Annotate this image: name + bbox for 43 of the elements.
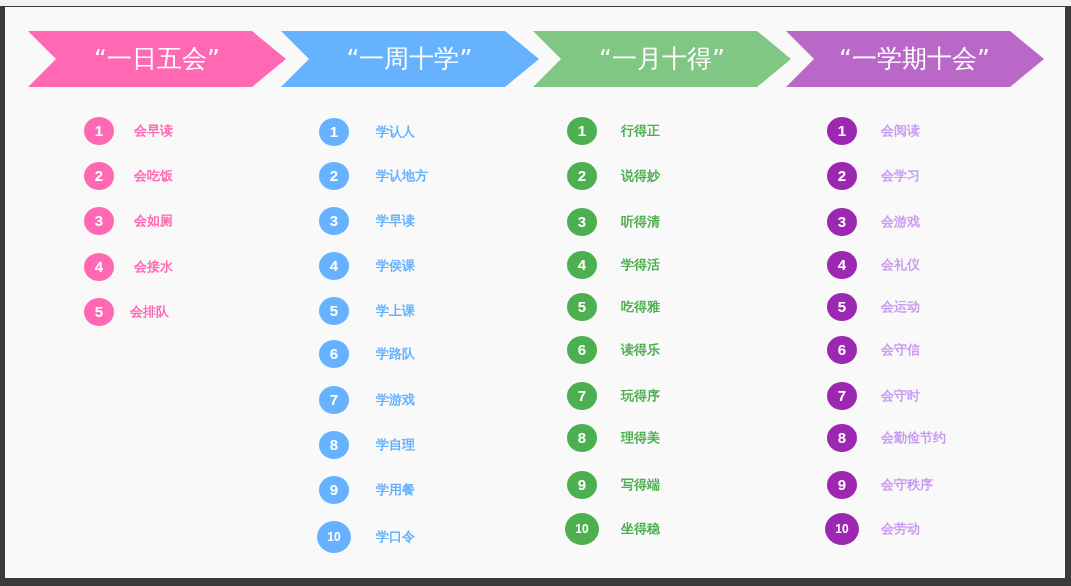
chevron-banner <box>533 31 791 87</box>
item-label: 会守秩序 <box>881 476 933 494</box>
item-label: 玩得序 <box>621 387 660 405</box>
item-label: 理得美 <box>621 429 660 447</box>
chevron-banner <box>785 31 1044 87</box>
item-label: 学侯课 <box>376 257 415 275</box>
item-label: 学早读 <box>376 212 415 230</box>
item-label: 会学习 <box>881 167 920 185</box>
item-label: 学得活 <box>621 256 660 274</box>
item-label: 坐得稳 <box>621 520 660 538</box>
item-label: 会运动 <box>881 298 920 316</box>
banner-title: “一日五会” <box>93 44 221 74</box>
item-label: 学上课 <box>376 302 415 320</box>
banner-title: “一月十得” <box>598 44 726 74</box>
item-label: 会排队 <box>130 303 169 321</box>
item-label: 学路队 <box>376 345 415 363</box>
item-label: 会如厕 <box>134 212 173 230</box>
chevron-banner <box>280 31 539 87</box>
item-label: 行得正 <box>621 122 660 140</box>
item-label: 学自理 <box>376 436 415 454</box>
item-label: 会阅读 <box>881 122 920 140</box>
item-label: 会早读 <box>134 122 173 140</box>
banner-title: “一周十学” <box>345 44 474 74</box>
item-label: 会守信 <box>881 341 920 359</box>
item-label: 会勤俭节约 <box>881 429 946 447</box>
item-label: 学认人 <box>376 123 415 141</box>
item-label: 学游戏 <box>376 391 415 409</box>
item-label: 会吃饭 <box>134 167 173 185</box>
item-label: 学认地方 <box>376 167 428 185</box>
item-label: 写得端 <box>621 476 660 494</box>
item-label: 会礼仪 <box>881 256 920 274</box>
item-label: 会守时 <box>881 387 920 405</box>
item-label: 吃得雅 <box>621 298 660 316</box>
item-label: 说得妙 <box>621 167 660 185</box>
item-label: 学口令 <box>376 528 415 546</box>
chevron-banner <box>28 31 286 87</box>
item-label: 会劳动 <box>881 520 920 538</box>
item-label: 会游戏 <box>881 213 920 231</box>
item-label: 读得乐 <box>621 341 660 359</box>
banner-title: “一学期十会” <box>838 44 991 74</box>
item-label: 听得清 <box>621 213 660 231</box>
item-label: 会接水 <box>134 258 173 276</box>
item-label: 学用餐 <box>376 481 415 499</box>
